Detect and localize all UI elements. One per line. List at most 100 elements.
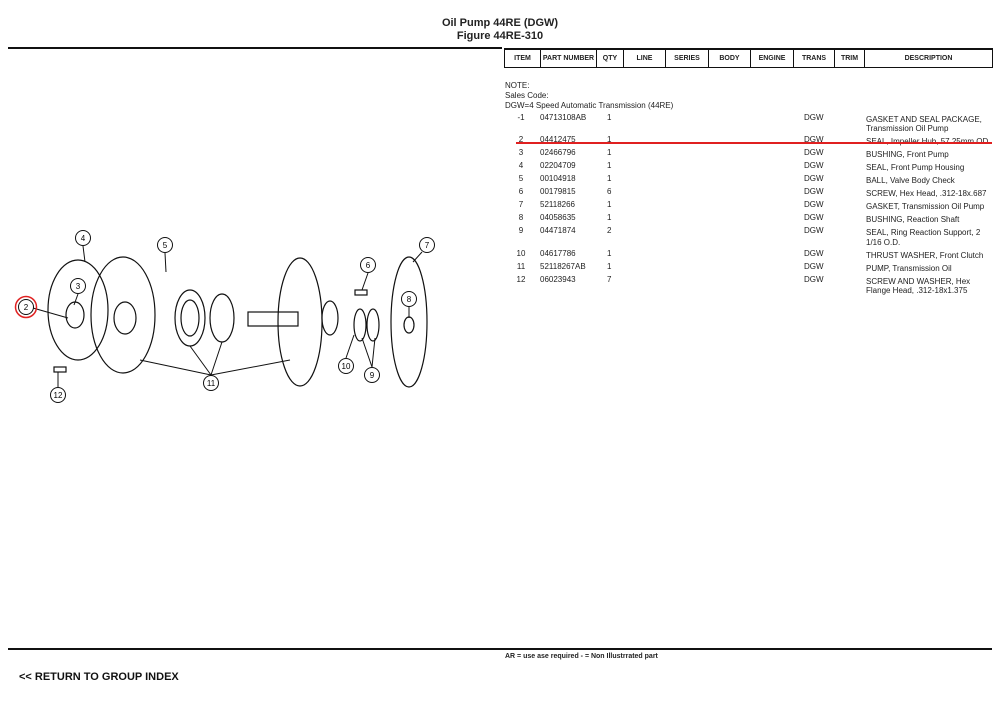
- cell-description: SCREW, Hex Head, .312-18x.687: [866, 189, 987, 198]
- callout-label: 11: [207, 379, 216, 388]
- callout-5[interactable]: 5: [157, 237, 173, 253]
- cell-trans: DGW: [804, 161, 824, 171]
- cell-item: 6: [518, 187, 524, 197]
- cell-item: -1: [517, 112, 525, 122]
- cell-trans: DGW: [804, 226, 824, 236]
- callout-3[interactable]: 3: [70, 278, 86, 294]
- cell-part-number: 02204709: [540, 161, 576, 171]
- cell-qty: 1: [607, 200, 612, 210]
- pump-housing-part: [90, 256, 156, 374]
- cell-description: GASKET AND SEAL PACKAGE, Transmission Oi…: [866, 114, 982, 134]
- callout-label: 8: [407, 295, 412, 304]
- cell-description: SCREW AND WASHER, Hex Flange Head, .312-…: [866, 276, 971, 296]
- divider: [8, 47, 502, 49]
- cell-trans: DGW: [804, 248, 824, 258]
- cell-part-number: 00104918: [540, 174, 576, 184]
- cell-trans: DGW: [804, 213, 824, 223]
- callout-10[interactable]: 10: [338, 358, 354, 374]
- table-row: 7 52118266 1 DGW GASKET, Transmission Oil Pu…: [504, 199, 994, 212]
- col-trans: TRANS: [793, 48, 835, 68]
- callout-11[interactable]: 11: [203, 375, 219, 391]
- cell-trans: DGW: [804, 148, 824, 158]
- cell-item: 2: [518, 135, 524, 145]
- reaction-shaft-part: [277, 257, 323, 387]
- callout-label: 9: [370, 371, 375, 380]
- sales-code-label: Sales Code:: [505, 91, 549, 100]
- exploded-diagram: 2 3 4 5 6 7 8 9 10 11 12: [14, 230, 435, 403]
- footnote: AR = use ase required - = Non Illustrrat…: [505, 653, 658, 660]
- note: NOTE: Sales Code: DGW=4 Speed Automatic …: [505, 81, 673, 111]
- callout-4[interactable]: 4: [75, 230, 91, 246]
- cell-description: SEAL, Ring Reaction Support, 2 1/16 O.D.: [866, 228, 981, 247]
- callout-label: 10: [342, 362, 351, 371]
- cell-item: 12: [516, 274, 526, 284]
- col-qty: QTY: [596, 48, 624, 68]
- cell-description: BALL, Valve Body Check: [866, 176, 955, 185]
- cell-trans: DGW: [804, 200, 824, 210]
- cell-description: GASKET, Transmission Oil Pump: [866, 202, 985, 211]
- callout-7[interactable]: 7: [419, 237, 435, 253]
- cell-item: 11: [516, 261, 526, 271]
- callout-label: 4: [81, 234, 86, 243]
- cell-qty: 1: [607, 261, 612, 271]
- cell-description: PUMP, Transmission Oil: [866, 263, 952, 273]
- inner-gear-part: [209, 293, 235, 343]
- table-row: 5 00104918 1 DGW BALL, Valve Body Check: [504, 173, 994, 186]
- cell-description: THRUST WASHER, Front Clutch: [866, 250, 984, 260]
- parts-table-header: ITEM PART NUMBER QTY LINE SERIES BODY EN…: [504, 48, 993, 68]
- cell-item: 10: [516, 248, 526, 258]
- col-description: DESCRIPTION: [864, 48, 993, 68]
- cell-qty: 1: [607, 161, 612, 171]
- cell-trans: DGW: [804, 261, 824, 271]
- cell-item: 9: [518, 226, 524, 236]
- callout-12[interactable]: 12: [50, 387, 66, 403]
- callout-6[interactable]: 6: [360, 257, 376, 273]
- cell-part-number: 04058635: [540, 213, 576, 223]
- cell-qty: 1: [607, 248, 612, 258]
- cell-trans: DGW: [804, 112, 824, 122]
- col-trim: TRIM: [834, 48, 865, 68]
- return-to-group-index-link[interactable]: << RETURN TO GROUP INDEX: [19, 671, 179, 683]
- cell-part-number: 00179815: [540, 187, 576, 197]
- cell-qty: 1: [607, 213, 612, 223]
- callout-2[interactable]: 2: [14, 295, 38, 319]
- table-row: 11 52118267AB 1 DGW PUMP, Transmission Oil: [504, 260, 994, 273]
- col-item: ITEM: [504, 48, 541, 68]
- pump-gasket-part: [390, 256, 428, 388]
- cell-trans: DGW: [804, 174, 824, 184]
- figure-title: Figure 44RE-310: [456, 30, 544, 42]
- cell-qty: 1: [607, 174, 612, 184]
- cell-item: 7: [518, 200, 524, 210]
- cell-item: 4: [518, 161, 524, 171]
- note-label: NOTE:: [505, 81, 530, 90]
- cell-trans: DGW: [804, 135, 824, 145]
- table-row: 2044124751DGWSEAL, Impeller Hub, 57.25mm…: [504, 134, 994, 147]
- callout-label: 2: [24, 303, 29, 312]
- cell-trans: DGW: [804, 187, 824, 197]
- callout-label: 3: [76, 282, 81, 291]
- callout-8[interactable]: 8: [401, 291, 417, 307]
- cell-description: BUSHING, Front Pump: [866, 150, 949, 159]
- callout-label: 7: [425, 241, 430, 250]
- highlight-underline: [516, 142, 992, 144]
- cell-qty: 1: [607, 135, 612, 145]
- highlight-ring: [14, 295, 38, 319]
- cell-part-number: 52118266: [540, 200, 575, 210]
- page-title: Oil Pump 44RE (DGW): [441, 17, 559, 29]
- cell-item: 3: [518, 148, 524, 158]
- col-body: BODY: [708, 48, 751, 68]
- cell-part-number: 04713108AB: [540, 112, 587, 122]
- cell-part-number: 52118267AB: [540, 261, 586, 271]
- col-line: LINE: [623, 48, 666, 68]
- col-part-number: PART NUMBER: [540, 48, 597, 68]
- cell-qty: 2: [607, 226, 612, 236]
- cell-item: 5: [518, 174, 524, 184]
- cell-description: SEAL, Impeller Hub, 57.25mm OD: [866, 137, 992, 147]
- callout-9[interactable]: 9: [364, 367, 380, 383]
